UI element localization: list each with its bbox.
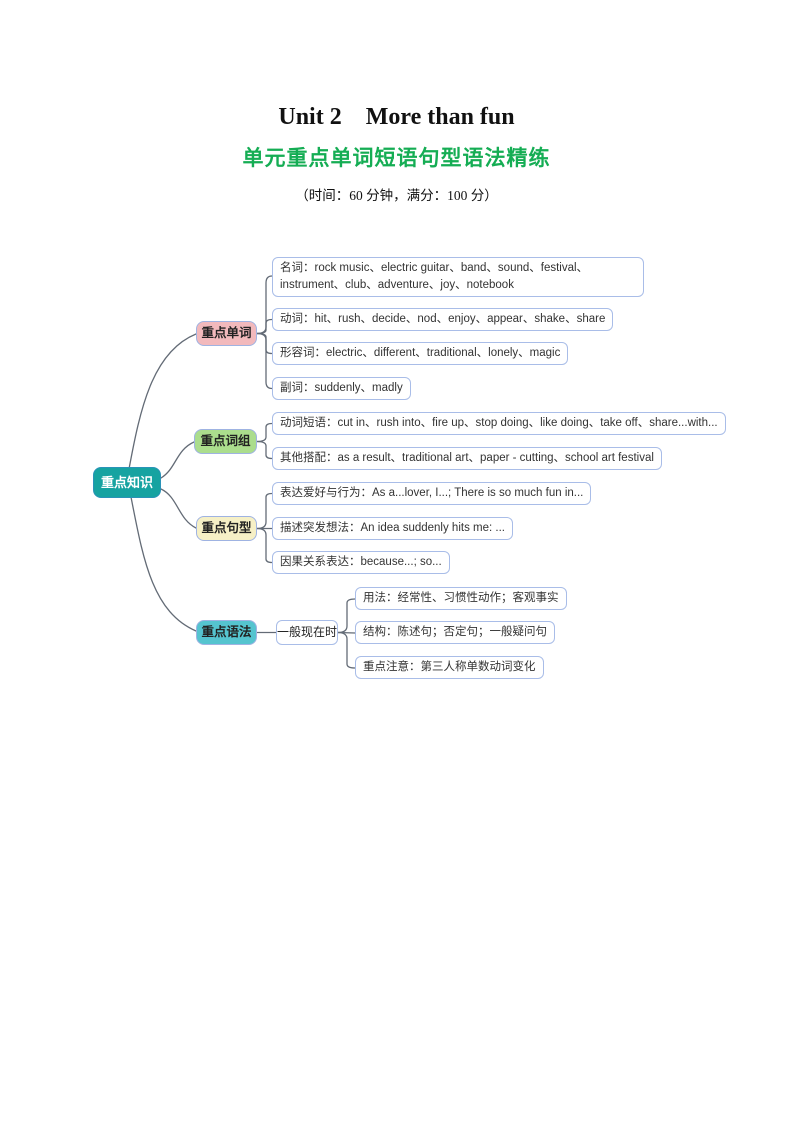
branch-phrases-connectors	[256, 422, 273, 460]
mindmap-leaf-nouns: 名词：rock music、electric guitar、band、sound…	[272, 257, 644, 297]
mindmap-leaf-adjectives: 形容词：electric、different、traditional、lonel…	[272, 342, 569, 365]
mindmap-root-node: 重点知识	[93, 467, 161, 498]
mindmap-leaf-adverbs: 副词：suddenly、madly	[272, 377, 411, 400]
branch-node-key-words: 重点单词	[196, 321, 257, 346]
exam-time-score-line: （时间：60 分钟，满分：100 分）	[295, 188, 498, 203]
mindmap-leaf-hobby-expressions: 表达爱好与行为：As a...lover, I...; There is so …	[272, 482, 592, 505]
branch-node-key-phrases: 重点词组	[194, 429, 257, 454]
mindmap-leaf-other-collocations: 其他搭配：as a result、traditional art、paper -…	[272, 447, 662, 470]
mindmap-leaf-grammar-note: 重点注意：第三人称单数动词变化	[355, 656, 544, 679]
mindmap-leaf-verbs: 动词：hit、rush、decide、nod、enjoy、appear、shak…	[272, 308, 614, 331]
page-subtitle: 单元重点单词短语句型语法精练	[242, 147, 551, 170]
branch-node-key-sentences: 重点句型	[196, 516, 257, 541]
mindmap-leaf-sudden-idea: 描述突发想法：An idea suddenly hits me: ...	[272, 517, 513, 540]
mindmap-leaf-verb-phrases: 动词短语：cut in、rush into、fire up、stop doing…	[272, 412, 726, 435]
branch-node-key-grammar: 重点语法	[196, 620, 257, 645]
branch-words-connectors	[256, 275, 273, 390]
branch-sentences-connectors	[256, 492, 273, 564]
page-title: Unit 2 More than fun	[278, 104, 515, 130]
grammar-child-node-simple-present: 一般现在时	[276, 620, 338, 645]
mindmap-leaf-grammar-usage: 用法：经常性、习惯性动作；客观事实	[355, 587, 567, 610]
mindmap-leaf-grammar-structure: 结构：陈述句；否定句；一般疑问句	[355, 621, 555, 644]
mindmap-leaf-cause-effect: 因果关系表达：because...; so...	[272, 551, 450, 574]
